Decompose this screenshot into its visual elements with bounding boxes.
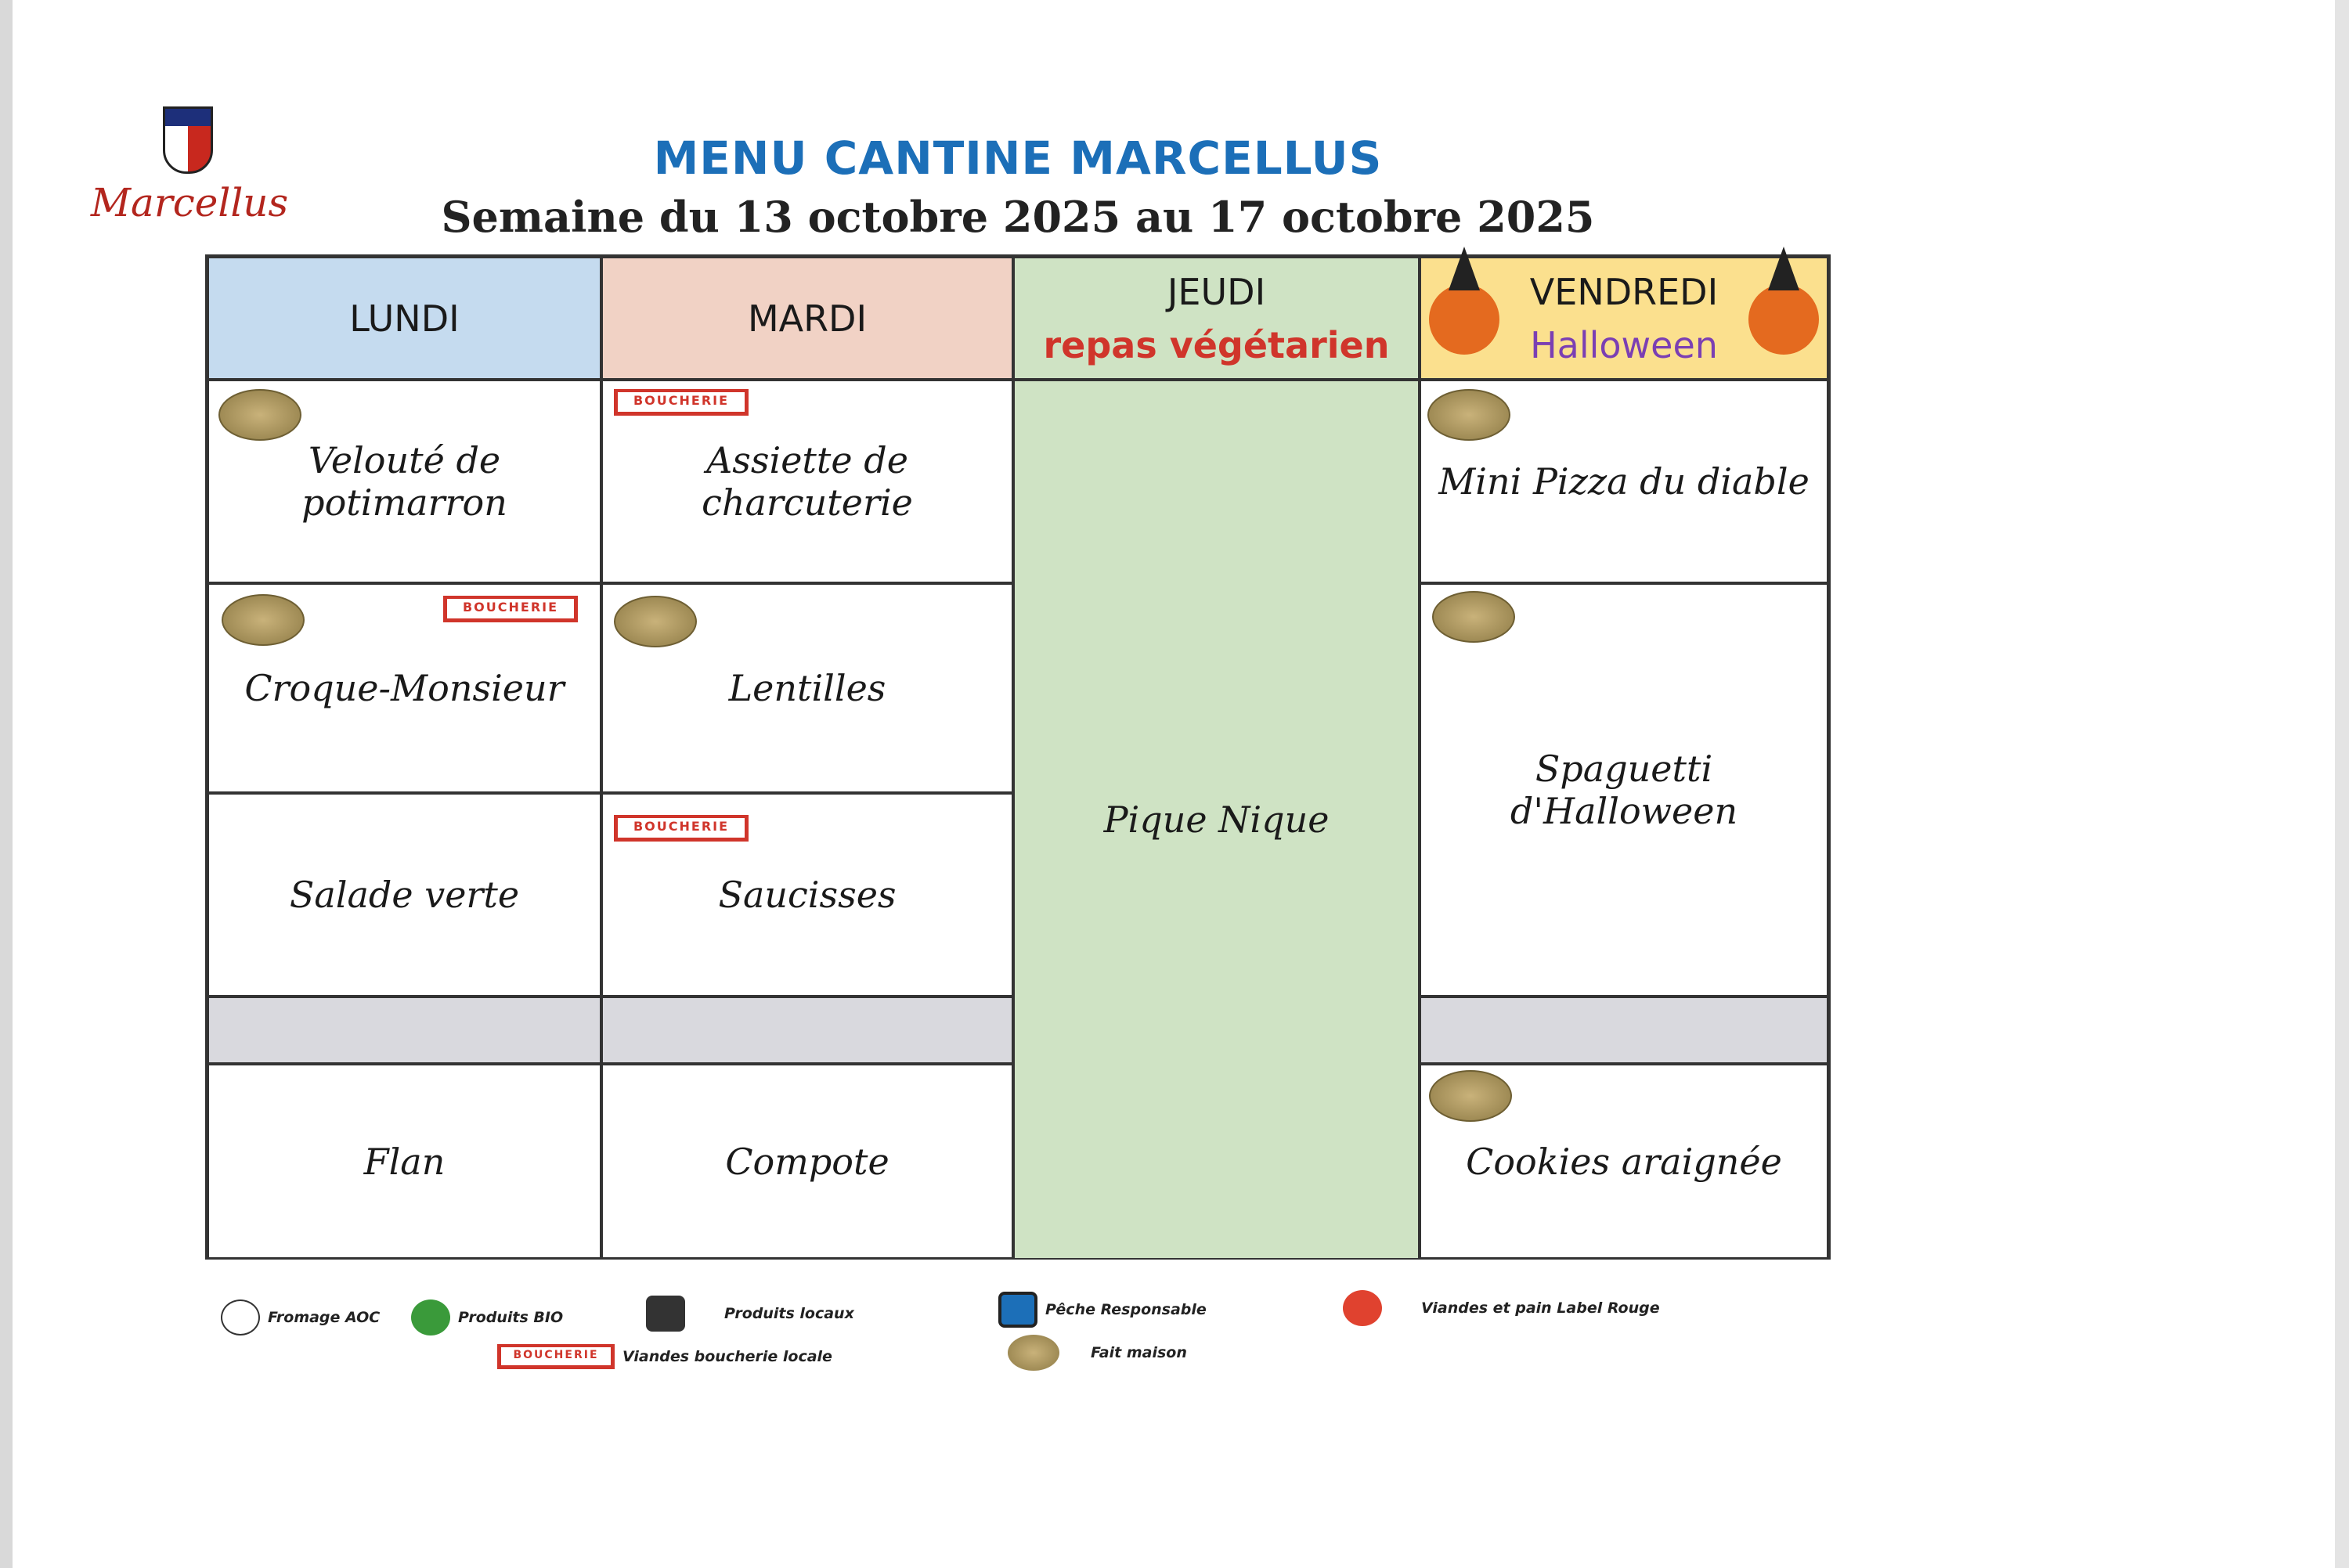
- dish: Salade verte: [289, 874, 520, 916]
- legend-boucherie: BOUCHERIE Viandes boucherie locale: [497, 1344, 832, 1369]
- menu-cell: BOUCHERIE Assiette de charcuterie: [601, 380, 1013, 583]
- separator-row: [1420, 997, 1828, 1064]
- local-products-icon: [646, 1296, 685, 1332]
- legend-label: Produits BIO: [458, 1309, 564, 1326]
- menu-cell: Flan: [207, 1064, 601, 1260]
- legend-locaux: Produits locaux: [646, 1296, 854, 1332]
- fait-maison-icon: [222, 594, 305, 646]
- fait-maison-icon: [614, 596, 697, 647]
- menu-cell: BOUCHERIE Croque-Monsieur: [207, 583, 601, 793]
- legend-peche: Pêche Responsable: [998, 1292, 1207, 1328]
- menu-cell: Compote: [601, 1064, 1013, 1260]
- menu-cell: BOUCHERIE Saucisses: [601, 793, 1013, 997]
- fait-maison-icon: [1432, 591, 1515, 643]
- school-logo: Marcellus: [88, 102, 291, 235]
- menu-cell: Salade verte: [207, 793, 601, 997]
- header-jeudi: JEUDI repas végétarien: [1013, 257, 1420, 380]
- day-label: VENDREDI: [1529, 270, 1719, 313]
- day-label: JEUDI: [1167, 270, 1266, 313]
- legend-label: Viandes et pain Label Rouge: [1421, 1299, 1660, 1317]
- dish: Pique Nique: [1103, 798, 1330, 841]
- logo-text: Marcellus: [90, 180, 289, 225]
- dish: Lentilles: [728, 667, 886, 709]
- crest-icon: [163, 106, 213, 174]
- page-edge: [0, 0, 13, 1568]
- legend-fait-maison: Fait maison: [1008, 1335, 1187, 1371]
- legend-bio: Produits BIO: [411, 1299, 563, 1336]
- label-rouge-icon: [1343, 1290, 1382, 1326]
- menu-cell: Lentilles: [601, 583, 1013, 793]
- dish: Cookies araignée: [1466, 1141, 1782, 1183]
- menu-table: LUNDI MARDI JEUDI repas végétarien VENDRE…: [205, 247, 1831, 1260]
- page-title: MENU CANTINE MARCELLUS: [653, 132, 1383, 185]
- pumpkin-icon: [1748, 247, 1819, 355]
- header-mardi: MARDI: [601, 257, 1013, 380]
- fait-maison-icon: [1429, 1070, 1512, 1122]
- page-edge: [2335, 0, 2349, 1568]
- fait-maison-icon: [1427, 389, 1510, 441]
- menu-cell: Velouté de potimarron: [207, 380, 601, 583]
- bio-icon: [411, 1299, 450, 1336]
- separator-row: [601, 997, 1013, 1064]
- aoc-icon: [221, 1299, 260, 1336]
- menu-cell: Pique Nique: [1013, 380, 1420, 1260]
- legend-aoc: Fromage AOC: [221, 1299, 380, 1336]
- separator-row: [207, 997, 601, 1064]
- dish: Flan: [363, 1141, 446, 1183]
- vegetarian-note: repas végétarien: [1043, 323, 1390, 366]
- dish: Spaguetti d'Halloween: [1510, 748, 1738, 832]
- fait-maison-icon: [218, 389, 301, 441]
- legend-label: Produits locaux: [724, 1305, 854, 1322]
- legend-label-rouge: Viandes et pain Label Rouge: [1343, 1290, 1660, 1326]
- header-vendredi: VENDREDI Halloween: [1420, 247, 1828, 380]
- header-lundi: LUNDI: [207, 257, 601, 380]
- legend-label: Pêche Responsable: [1045, 1301, 1207, 1318]
- dish: Velouté de potimarron: [301, 439, 507, 524]
- dish: Mini Pizza du diable: [1438, 460, 1810, 503]
- menu-cell: Mini Pizza du diable: [1420, 380, 1828, 583]
- week-subtitle: Semaine du 13 octobre 2025 au 17 octobre…: [441, 192, 1595, 242]
- menu-cell: Cookies araignée: [1420, 1064, 1828, 1260]
- dish: Assiette de charcuterie: [702, 439, 913, 524]
- legend-label: Fait maison: [1091, 1344, 1187, 1361]
- day-label: LUNDI: [349, 297, 460, 340]
- boucherie-icon: BOUCHERIE: [443, 596, 578, 622]
- dish: Compote: [725, 1141, 889, 1183]
- day-label: MARDI: [747, 297, 868, 340]
- legend-label: Viandes boucherie locale: [622, 1348, 832, 1365]
- halloween-note: Halloween: [1530, 323, 1718, 366]
- dish: Croque-Monsieur: [244, 667, 565, 709]
- dish: Saucisses: [718, 874, 897, 916]
- boucherie-icon: BOUCHERIE: [614, 815, 749, 842]
- fish-icon: [998, 1292, 1037, 1328]
- menu-cell: Spaguetti d'Halloween: [1420, 583, 1828, 997]
- boucherie-icon: BOUCHERIE: [614, 389, 749, 416]
- fait-maison-icon: [1008, 1335, 1059, 1371]
- boucherie-icon: BOUCHERIE: [497, 1344, 615, 1369]
- pumpkin-icon: [1429, 247, 1499, 355]
- legend-label: Fromage AOC: [268, 1309, 381, 1326]
